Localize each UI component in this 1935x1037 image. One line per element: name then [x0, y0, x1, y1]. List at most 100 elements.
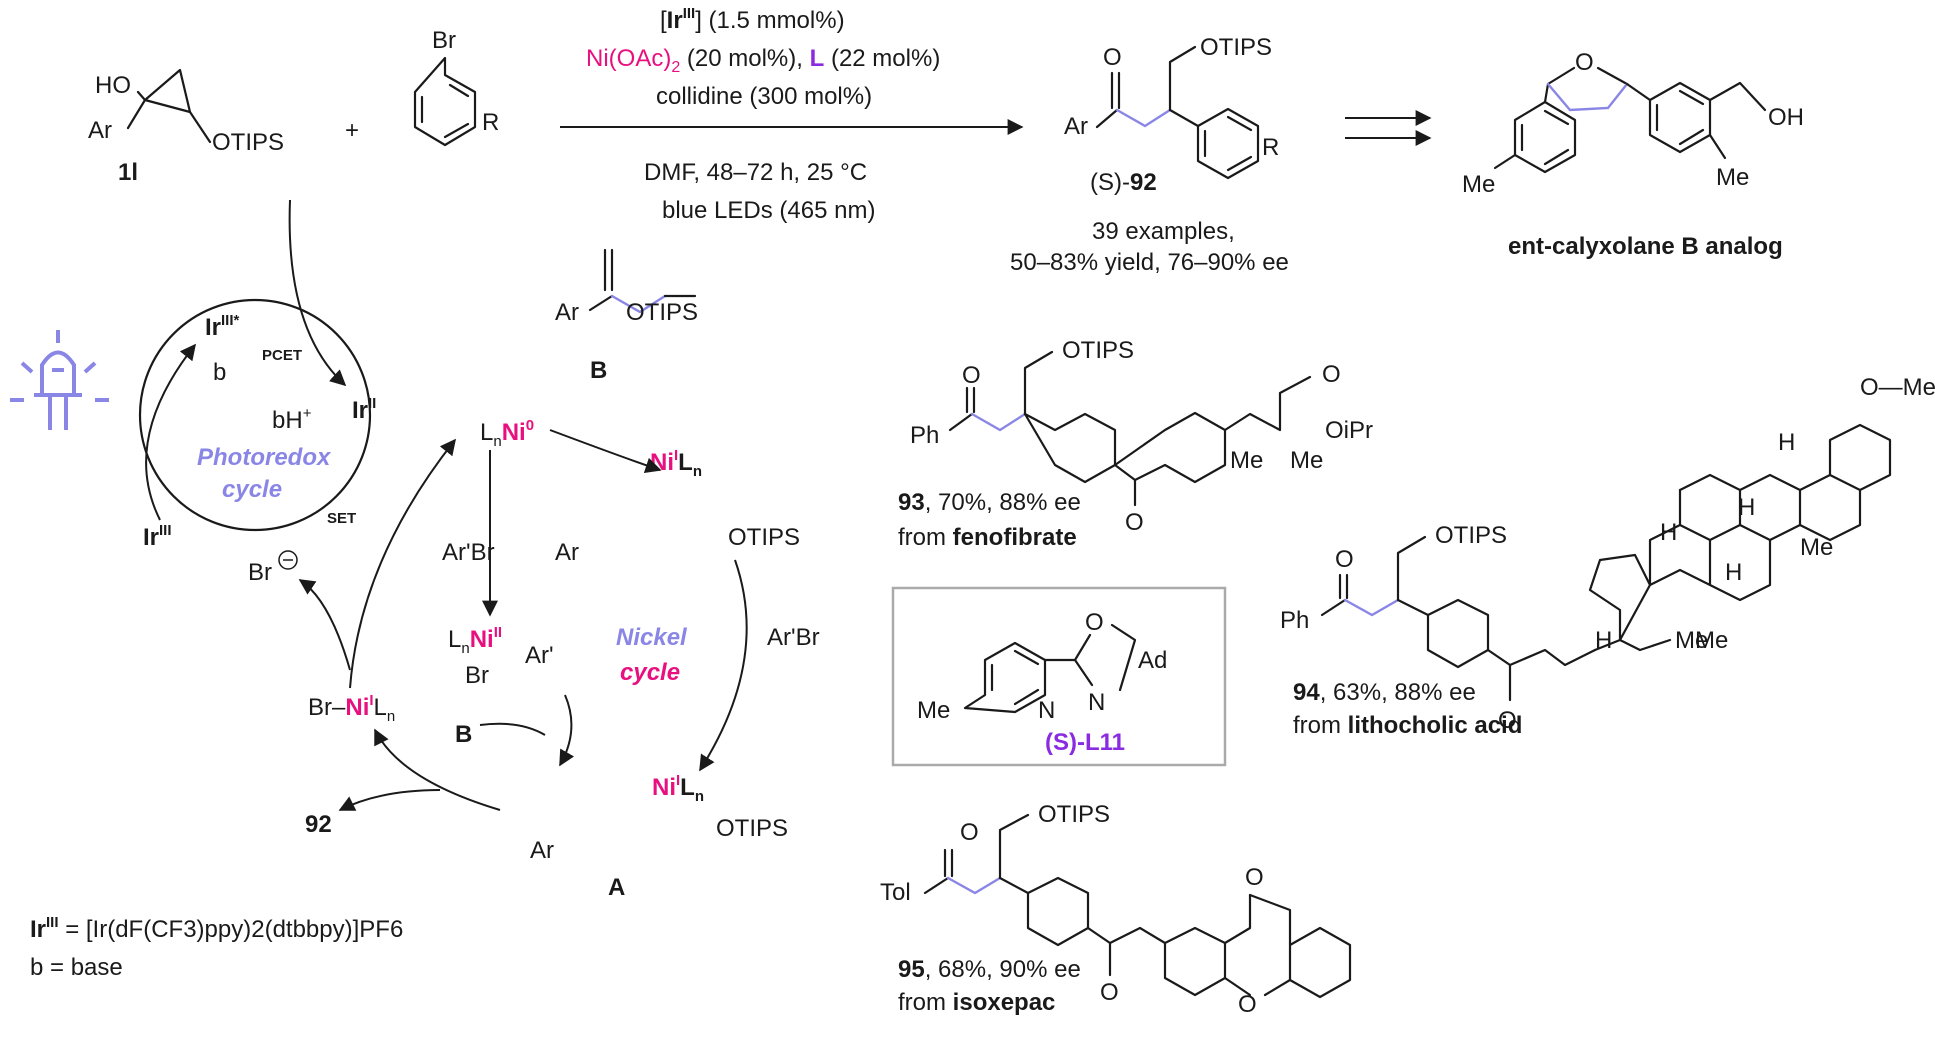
- ex95-from: from isoxepac: [898, 989, 1055, 1016]
- radical-b-label: B: [590, 357, 607, 384]
- ex95-o-ring: O: [1238, 991, 1257, 1018]
- ni2-br: Br: [465, 662, 489, 689]
- ex94-from: from lithocholic acid: [1293, 712, 1522, 739]
- nickel-title1: Nickel: [616, 624, 688, 651]
- product-label: (S)-92: [1090, 169, 1157, 196]
- ex95-yield: 95, 68%, 90% ee: [898, 956, 1081, 983]
- ar-label: Ar: [88, 117, 112, 144]
- scope-yield: 50–83% yield, 76–90% ee: [1010, 249, 1289, 276]
- base-b: b: [213, 359, 226, 386]
- ex94-me2: Me: [1695, 627, 1728, 654]
- photoredox-title1: Photoredox: [197, 444, 332, 471]
- ex94-h4: H: [1725, 559, 1742, 586]
- ex93-oipr: OiPr: [1325, 417, 1373, 444]
- ex93-otips: OTIPS: [1062, 337, 1134, 364]
- ex95-otips: OTIPS: [1038, 801, 1110, 828]
- bh-plus: bH+: [272, 405, 312, 434]
- set-label: SET: [327, 510, 356, 527]
- product-92-label: 92: [305, 811, 332, 838]
- example-95: Tol O OTIPS O O O 95, 68%, 90% ee from i…: [880, 801, 1352, 1018]
- ex95-o-top: O: [1245, 864, 1264, 891]
- pcet-label: PCET: [262, 347, 302, 364]
- product-otips: OTIPS: [1200, 34, 1272, 61]
- ex94-h3: H: [1660, 519, 1677, 546]
- photoredox-cycle: IrIII* IrII IrIII b bH+ PCET SET Photore…: [138, 199, 376, 551]
- ligand-label: (S)-L11: [1045, 729, 1125, 756]
- analog-label: ent-calyxolane B analog: [1508, 233, 1783, 260]
- ex93-me2: Me: [1290, 447, 1323, 474]
- ex94-o-bottom: O: [1498, 707, 1517, 734]
- ir-iii: IrIII: [143, 522, 172, 551]
- a-nil: NiILn: [652, 772, 704, 805]
- br-nil: Br–NiILn: [308, 692, 395, 725]
- a-label: A: [608, 874, 625, 901]
- example-94: Ph O OTIPS O Me O—Me H H H H Me Me H 94,…: [1280, 374, 1935, 739]
- a-otips: OTIPS: [716, 815, 788, 842]
- ex94-h1: H: [1778, 429, 1795, 456]
- aryl-bromide: Br R: [413, 27, 499, 147]
- ex93-o-top: O: [1322, 361, 1341, 388]
- cond-base: collidine (300 mol%): [656, 83, 872, 110]
- ligand-o: O: [1085, 609, 1104, 636]
- led-icon: [10, 330, 109, 430]
- ligand-me: Me: [917, 697, 950, 724]
- ex95-tol: Tol: [880, 879, 911, 906]
- ligand-n1: N: [1038, 697, 1055, 724]
- ho-label: HO: [95, 72, 131, 99]
- base-definition: b = base: [30, 954, 123, 981]
- ex94-h2: H: [1738, 494, 1755, 521]
- arbr-2: Ar'Br: [767, 624, 820, 651]
- nickel-title2: cycle: [620, 659, 680, 686]
- calyxolane-analog: Me O OH Me ent-calyxolane B analog: [1462, 49, 1804, 260]
- cond-solvent: DMF, 48–72 h, 25 °C: [644, 159, 867, 186]
- ir-excited: IrIII*: [205, 312, 240, 341]
- radical-b-otips: OTIPS: [626, 299, 698, 326]
- analog-me1: Me: [1462, 171, 1495, 198]
- ex94-ph: Ph: [1280, 607, 1309, 634]
- ligand-box: Me N O N Ad (S)-L11: [891, 586, 1227, 767]
- conditions: [IrIII] (1.5 mmol%) Ni(OAc)2 (20 mol%), …: [560, 5, 1024, 224]
- cond-ni: Ni(OAc)2 (20 mol%), L (22 mol%): [586, 45, 940, 76]
- example-93: Ph O OTIPS O OiPr Me Me O 93, 70%, 88% e…: [898, 337, 1373, 551]
- ni-complex-ar: Ar: [555, 539, 579, 566]
- arbr-1: Ar'Br: [442, 539, 495, 566]
- br-minus: Br: [248, 559, 272, 586]
- a-ar: Ar: [530, 837, 554, 864]
- nil-top: NiILn: [650, 447, 702, 480]
- product-92: Ar O OTIPS R (S)-92 39 examples, 50–83% …: [1010, 34, 1289, 276]
- ex94-me1: Me: [1800, 534, 1833, 561]
- ex93-ph: Ph: [910, 422, 939, 449]
- product-o: O: [1103, 44, 1122, 71]
- analog-o: O: [1575, 49, 1594, 76]
- radical-b-ar: Ar: [555, 299, 579, 326]
- analog-oh: OH: [1768, 104, 1804, 131]
- ni-complex-otips: OTIPS: [728, 524, 800, 551]
- cond-ir: [IrIII] (1.5 mmol%): [660, 5, 845, 34]
- scope-examples: 39 examples,: [1092, 218, 1235, 245]
- ex93-o: O: [962, 362, 981, 389]
- product-ar: Ar: [1064, 113, 1088, 140]
- ex94-h5: H: [1595, 627, 1612, 654]
- ex95-o-ketone: O: [1100, 979, 1119, 1006]
- nickel-cycle: Ar OTIPS B LnNi0 NiILn Ar OTIPS Ar'Br Ar…: [248, 248, 820, 901]
- plus-sign: +: [345, 117, 359, 144]
- ni2-ar: Ar': [525, 642, 554, 669]
- cond-light: blue LEDs (465 nm): [662, 197, 875, 224]
- br-label: Br: [432, 27, 456, 54]
- ex94-o: O: [1335, 546, 1354, 573]
- ex94-otips: OTIPS: [1435, 522, 1507, 549]
- ex94-me-chain: Me: [1675, 627, 1708, 654]
- ligand-n2: N: [1088, 689, 1105, 716]
- ir-ii: IrII: [352, 395, 376, 424]
- ni2-complex: LnNiII: [448, 624, 502, 657]
- substrate-1l: HO Ar OTIPS 1l: [88, 68, 284, 186]
- ln-ni0: LnNi0: [480, 417, 534, 450]
- compound-1l-label: 1l: [118, 159, 138, 186]
- ex94-yield: 94, 63%, 88% ee: [1293, 679, 1476, 706]
- r-label: R: [482, 109, 499, 136]
- otips-label: OTIPS: [212, 129, 284, 156]
- photoredox-title2: cycle: [222, 476, 282, 503]
- ex95-o: O: [960, 819, 979, 846]
- ex93-from: from fenofibrate: [898, 524, 1077, 551]
